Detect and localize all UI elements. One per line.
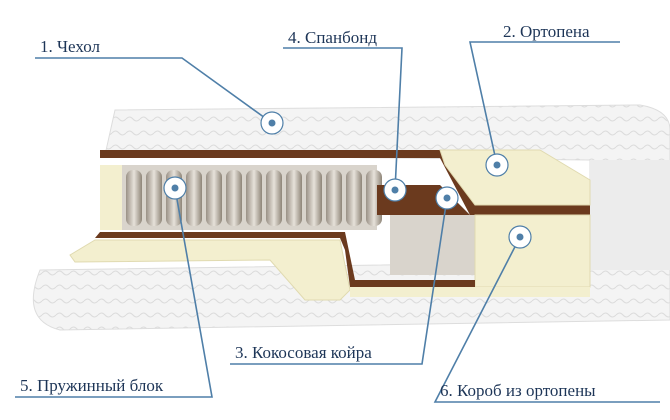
spring-coil	[266, 170, 282, 226]
label-orthofoam: 2. Ортопена	[503, 22, 590, 41]
coir-top-layer	[100, 150, 590, 215]
spring-coil	[206, 170, 222, 226]
mattress-side-right	[590, 160, 670, 270]
marker-dots	[163, 111, 532, 249]
spring-coil	[186, 170, 202, 226]
spring-coil	[126, 170, 142, 226]
spring-coil	[146, 170, 162, 226]
spring-coil	[326, 170, 342, 226]
label-foam-box: 6. Короб из ортопены	[440, 381, 596, 400]
label-coir: 3. Кокосовая койра	[235, 343, 372, 362]
label-spunbond: 4. Спанбонд	[288, 28, 377, 47]
spring-coil	[346, 170, 362, 226]
label-cover: 1. Чехол	[40, 37, 100, 56]
label-spring-block: 5. Пружинный блок	[20, 376, 164, 395]
foam-box-right	[474, 214, 591, 288]
foam-bottom	[69, 239, 351, 301]
base-foam	[350, 287, 590, 297]
spring-coil	[246, 170, 262, 226]
foam-box-left	[100, 165, 122, 230]
spring-coil	[226, 170, 242, 226]
spring-block-lower	[390, 215, 475, 275]
orthofoam-layer	[439, 149, 591, 206]
spring-coil	[286, 170, 302, 226]
spring-coil	[306, 170, 322, 226]
coir-bottom	[95, 232, 475, 287]
